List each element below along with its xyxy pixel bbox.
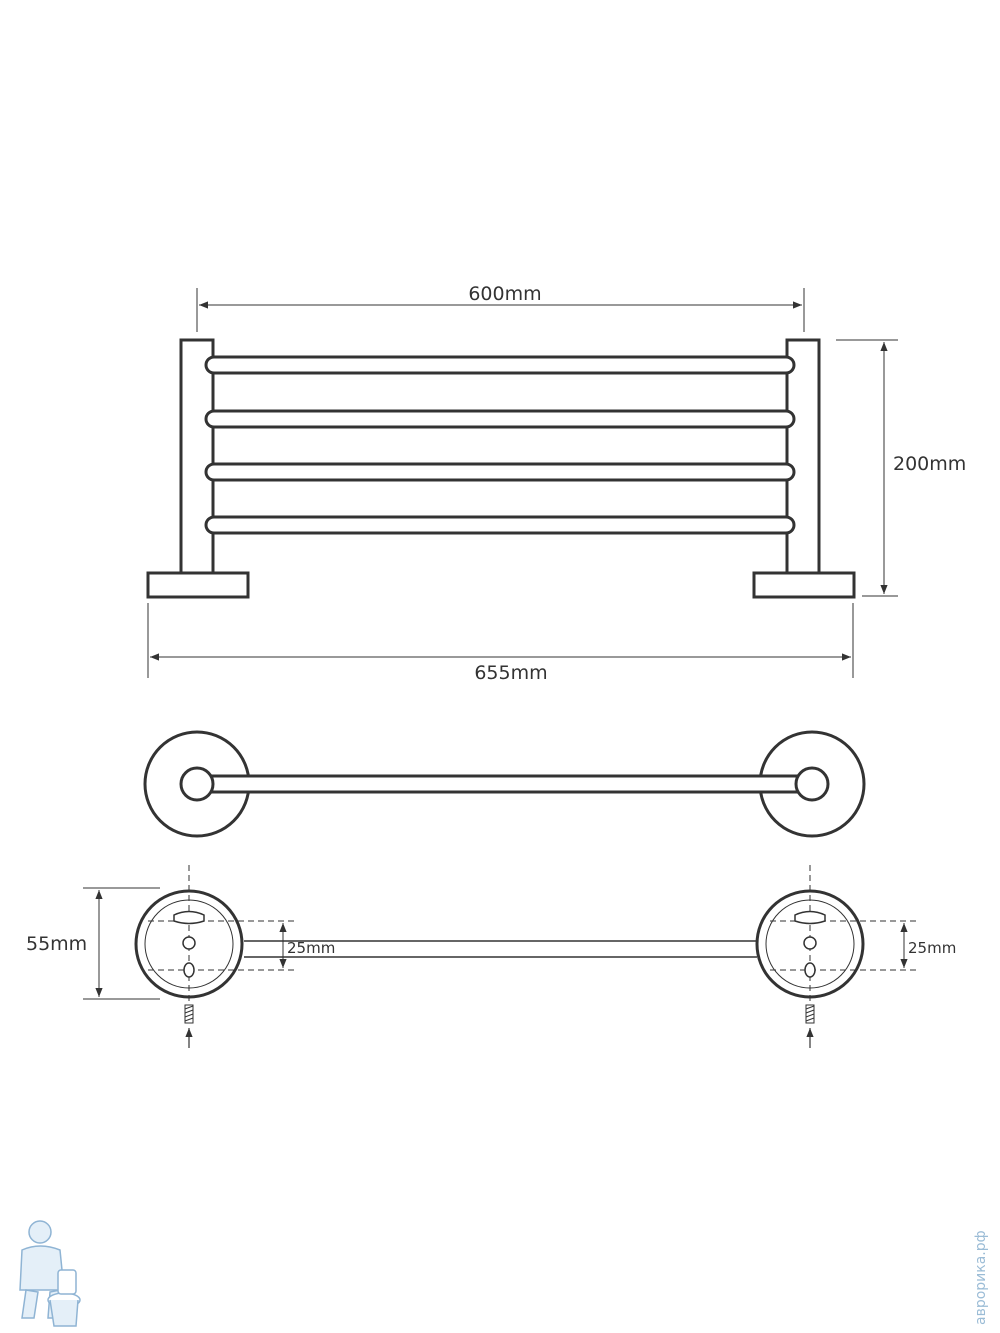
- top-view: [143, 730, 866, 838]
- plumber-logo-icon: [19, 1220, 81, 1327]
- dimension-label-25-right: 25mm: [908, 939, 956, 957]
- left-post-top: [179, 766, 215, 802]
- dimension-label-200: 200mm: [893, 453, 966, 475]
- dimension-label-55: 55mm: [26, 933, 87, 955]
- watermark-text: аврорика.рф: [973, 1230, 989, 1325]
- right-lower-hole: [804, 962, 816, 978]
- dimension-label-25-left: 25mm: [287, 939, 335, 957]
- right-post-top: [794, 766, 830, 802]
- dimension-label-655: 655mm: [474, 662, 547, 684]
- right-screw-hole: [803, 936, 817, 950]
- mounting-view: [83, 865, 917, 1048]
- right-screw-thread: [805, 1005, 815, 1022]
- top-bar: [203, 774, 807, 794]
- left-keyhole-slot: [173, 910, 205, 925]
- left-lower-hole: [183, 962, 195, 978]
- left-foot: [146, 571, 250, 599]
- rail-bar-4: [204, 515, 796, 535]
- rail-bar-3: [204, 462, 796, 482]
- dimension-label-600: 600mm: [468, 283, 541, 305]
- right-foot: [752, 571, 856, 599]
- right-post: [785, 338, 821, 577]
- left-screw-thread: [184, 1005, 194, 1022]
- rail-bar-1: [204, 355, 796, 375]
- rail-bar-2: [204, 409, 796, 429]
- right-keyhole-slot: [794, 910, 826, 925]
- front-view: [146, 288, 898, 678]
- left-screw-hole: [182, 936, 196, 950]
- left-post: [179, 338, 215, 577]
